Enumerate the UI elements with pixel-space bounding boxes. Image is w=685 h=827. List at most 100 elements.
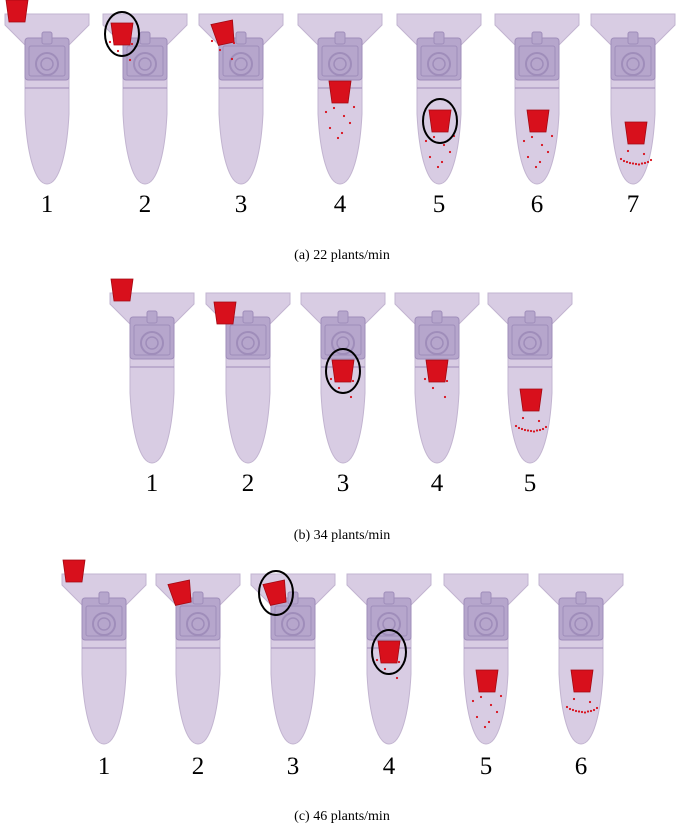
soil-particle bbox=[565, 705, 569, 709]
soil-particle bbox=[336, 136, 340, 140]
soil-particle bbox=[580, 710, 584, 714]
planter-unit bbox=[494, 13, 580, 185]
soil-particle bbox=[431, 386, 435, 390]
seedling-pot bbox=[624, 121, 648, 145]
frame-5: 5 bbox=[396, 13, 482, 218]
planter-unit bbox=[155, 573, 241, 745]
soil-particle bbox=[448, 150, 452, 154]
highlight-circle bbox=[422, 98, 458, 144]
soil-particle bbox=[342, 114, 346, 118]
seedling-pot bbox=[110, 278, 134, 302]
soil-particle bbox=[383, 667, 387, 671]
soil-particle bbox=[646, 160, 650, 164]
frame-number: 4 bbox=[431, 470, 444, 497]
frame-2: 2 bbox=[102, 11, 188, 218]
soil-particle bbox=[625, 160, 629, 164]
panel-b-caption: (b) 34 plants/min bbox=[294, 528, 390, 543]
soil-particle bbox=[108, 40, 112, 44]
soil-particle bbox=[592, 708, 596, 712]
soil-particle bbox=[535, 429, 539, 432]
seedling-pot bbox=[262, 579, 287, 606]
soil-particle bbox=[572, 697, 576, 701]
soil-particle bbox=[586, 710, 590, 713]
soil-particle bbox=[542, 125, 546, 129]
soil-particle bbox=[634, 162, 638, 166]
soil-particle bbox=[526, 155, 530, 159]
frame-6: 6 bbox=[494, 13, 580, 218]
seedling-pot bbox=[213, 301, 237, 325]
soil-particle bbox=[530, 135, 534, 139]
soil-particle bbox=[349, 395, 353, 399]
soil-particle bbox=[475, 715, 479, 719]
soil-particle bbox=[529, 429, 533, 433]
planter-unit bbox=[487, 292, 573, 464]
soil-particle bbox=[588, 700, 592, 704]
planter-unit bbox=[109, 292, 195, 464]
soil-particle bbox=[337, 386, 341, 390]
frame-number: 6 bbox=[575, 753, 588, 780]
soil-particle bbox=[534, 165, 538, 169]
seedling-pot bbox=[428, 109, 452, 133]
frame-number: 2 bbox=[242, 470, 255, 497]
soil-particle bbox=[526, 429, 530, 432]
frame-number: 4 bbox=[334, 191, 347, 218]
seedling-pot bbox=[62, 559, 86, 583]
frame-number: 2 bbox=[192, 753, 205, 780]
soil-particle bbox=[491, 685, 495, 689]
seedling-pot bbox=[475, 669, 499, 693]
soil-particle bbox=[340, 131, 344, 135]
panel-a-caption: (a) 22 plants/min bbox=[294, 248, 390, 263]
frame-4: 4 bbox=[394, 292, 480, 497]
frame-3: 3 bbox=[300, 292, 386, 497]
soil-particle bbox=[487, 720, 491, 724]
frame-5: 5 bbox=[443, 573, 529, 780]
soil-particle bbox=[428, 155, 432, 159]
seedling-pot bbox=[526, 109, 550, 133]
seedling-pot bbox=[570, 669, 594, 693]
frame-number: 5 bbox=[480, 753, 493, 780]
soil-particle bbox=[395, 676, 399, 680]
soil-particle bbox=[445, 379, 449, 383]
soil-particle bbox=[436, 165, 440, 169]
soil-particle bbox=[442, 143, 446, 147]
frame-3: 3 bbox=[198, 13, 284, 218]
soil-particle bbox=[640, 162, 644, 165]
soil-particle bbox=[568, 707, 572, 711]
soil-particle bbox=[517, 426, 521, 430]
soil-particle bbox=[643, 161, 647, 165]
soil-particle bbox=[546, 150, 550, 154]
seedling-pot bbox=[519, 388, 543, 412]
soil-particle bbox=[521, 416, 525, 420]
panel-c-caption: (c) 46 plants/min bbox=[294, 809, 390, 824]
soil-particle bbox=[642, 152, 646, 156]
soil-particle bbox=[540, 143, 544, 147]
soil-particle bbox=[628, 161, 632, 165]
soil-particle bbox=[479, 695, 483, 699]
soil-particle bbox=[583, 711, 587, 714]
soil-particle bbox=[622, 159, 626, 163]
highlight-circle bbox=[325, 348, 361, 394]
soil-particle bbox=[619, 157, 623, 161]
soil-particle bbox=[344, 96, 348, 100]
seedling-pot bbox=[210, 19, 235, 46]
soil-particle bbox=[571, 708, 575, 712]
frame-5: 5 bbox=[487, 292, 573, 497]
soil-particle bbox=[489, 703, 493, 707]
soil-particle bbox=[631, 162, 635, 165]
soil-particle bbox=[649, 158, 653, 162]
soil-particle bbox=[375, 658, 379, 662]
soil-particle bbox=[397, 660, 401, 664]
planter-unit bbox=[538, 573, 624, 745]
soil-particle bbox=[424, 139, 428, 143]
highlight-circle bbox=[258, 570, 294, 616]
seedling-pot bbox=[425, 359, 449, 383]
soil-particle bbox=[116, 49, 120, 53]
frame-number: 3 bbox=[235, 191, 248, 218]
frame-3: 3 bbox=[250, 570, 336, 780]
soil-particle bbox=[577, 710, 581, 713]
frame-number: 1 bbox=[41, 191, 54, 218]
